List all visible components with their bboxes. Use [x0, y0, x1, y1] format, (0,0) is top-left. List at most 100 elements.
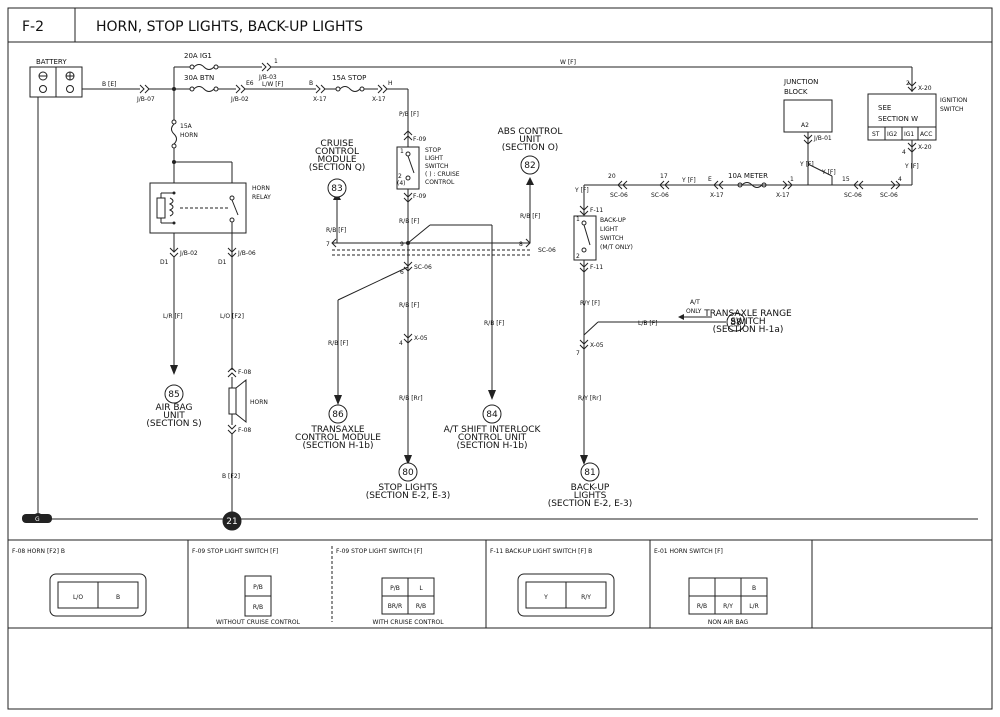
svg-text:SEE: SEE — [878, 104, 891, 112]
ref-caption: (SECTION S) — [146, 419, 201, 429]
svg-text:J/B-07: J/B-07 — [136, 96, 155, 103]
svg-text:8: 8 — [519, 241, 523, 248]
pin-label: B — [116, 594, 120, 601]
wire-l-w-f: L/W [F] — [262, 81, 283, 88]
fuse-20a-label: 20A IG1 — [184, 52, 212, 60]
svg-text:E6: E6 — [246, 80, 254, 87]
svg-text:SWITCH: SWITCH — [600, 235, 624, 242]
svg-text:9: 9 — [400, 241, 404, 248]
svg-text:R/B [F]: R/B [F] — [399, 302, 419, 309]
ref-number: 21 — [226, 517, 237, 527]
svg-text:R/B [F]: R/B [F] — [399, 218, 419, 225]
ref-21: 21 — [222, 511, 242, 531]
ref-number: 85 — [168, 390, 179, 400]
ref-caption: TRANSAXLE — [310, 425, 364, 435]
connector-note: WITH CRUISE CONTROL — [372, 619, 444, 626]
svg-text:1: 1 — [400, 148, 404, 155]
svg-text:H: H — [388, 80, 393, 87]
svg-text:15A: 15A — [180, 123, 193, 130]
pin-label: B — [752, 585, 756, 592]
svg-text:J/B-06: J/B-06 — [237, 250, 256, 257]
svg-text:X-17: X-17 — [776, 192, 790, 199]
svg-text:R/B [F]: R/B [F] — [484, 320, 504, 327]
svg-text:R/Y [Rr]: R/Y [Rr] — [578, 395, 601, 402]
ref-caption: (SECTION O) — [502, 143, 559, 153]
connector-title: E-01 HORN SWITCH [F] — [654, 548, 723, 555]
fuse-30a-label: 30A BTN — [184, 74, 214, 82]
svg-text:F-09: F-09 — [413, 193, 426, 200]
ref-number: 84 — [486, 410, 498, 420]
ref-caption: CONTROL UNIT — [458, 433, 527, 443]
ref-caption: CRUISE — [320, 139, 353, 149]
ref-caption: LIGHTS — [574, 491, 607, 501]
svg-text:SWITCH: SWITCH — [940, 106, 964, 113]
ref-caption: UNIT — [163, 411, 185, 421]
ref-caption: AIR BAG — [155, 403, 192, 413]
connector-note: NON AIR BAG — [708, 619, 749, 626]
horn-label: HORN — [250, 399, 268, 406]
svg-text:J/B-02: J/B-02 — [230, 96, 249, 103]
svg-text:SC-06: SC-06 — [538, 247, 556, 254]
pin-label: R/B — [253, 604, 263, 611]
svg-text:B [F2]: B [F2] — [222, 473, 240, 480]
ref-caption: MODULE — [317, 155, 356, 165]
ref-caption: (SECTION Q) — [309, 163, 366, 173]
pin-label: L — [419, 585, 423, 592]
battery-label: BATTERY — [36, 58, 67, 66]
ref-caption: (SECTION H-1a) — [713, 325, 784, 335]
svg-text:20: 20 — [608, 173, 616, 180]
connector-view-2: F-09 STOP LIGHT SWITCH [F]P/BR/BWITHOUT … — [192, 548, 301, 626]
ref-caption: ABS CONTROL — [498, 127, 563, 137]
svg-text:Y [F]: Y [F] — [681, 177, 696, 184]
ground-icon: G — [22, 513, 52, 523]
ref-number: 82 — [524, 161, 535, 171]
svg-text:IG1: IG1 — [904, 131, 914, 138]
svg-text:SC-06: SC-06 — [414, 264, 432, 271]
svg-text:L/O [F2]: L/O [F2] — [220, 313, 244, 320]
svg-text:LIGHT: LIGHT — [425, 155, 443, 162]
svg-text:SECTION W: SECTION W — [878, 115, 918, 123]
pin-label: Y — [543, 594, 548, 601]
svg-text:E: E — [708, 176, 712, 183]
ref-caption: (SECTION H-1b) — [303, 441, 374, 451]
svg-text:2: 2 — [398, 173, 402, 180]
svg-text:15: 15 — [842, 176, 850, 183]
pin-label: BR/R — [388, 603, 402, 610]
connector-title: F-08 HORN [F2] B — [12, 548, 65, 555]
svg-text:Y [F]: Y [F] — [821, 169, 836, 176]
svg-text:Y [F]: Y [F] — [799, 161, 814, 168]
svg-text:F-09: F-09 — [413, 136, 426, 143]
svg-text:SC-06: SC-06 — [880, 192, 898, 199]
svg-text:J/B-01: J/B-01 — [813, 135, 832, 142]
svg-text:SC-06: SC-06 — [651, 192, 669, 199]
svg-text:J/B-03: J/B-03 — [258, 74, 277, 81]
pin-label: P/B — [390, 585, 400, 592]
svg-text:X-17: X-17 — [313, 96, 327, 103]
svg-text:L/R [F]: L/R [F] — [163, 313, 183, 320]
svg-text:X-05: X-05 — [590, 342, 604, 349]
svg-text:4: 4 — [399, 340, 403, 347]
svg-text:J/B-02: J/B-02 — [179, 250, 198, 257]
fuse-15a-stop-label: 15A STOP — [332, 74, 366, 82]
svg-text:1: 1 — [274, 58, 278, 65]
svg-text:10A METER: 10A METER — [728, 172, 768, 180]
ref-caption: (SECTION E-2, E-3) — [366, 491, 451, 501]
svg-text:X-20: X-20 — [918, 85, 932, 92]
ref-caption: CONTROL MODULE — [295, 433, 381, 443]
svg-text:SC-06: SC-06 — [844, 192, 862, 199]
ref-number: 88 — [730, 318, 742, 328]
ref-number: 83 — [331, 184, 342, 194]
svg-text:( ) : CRUISE: ( ) : CRUISE — [425, 171, 460, 178]
ref-caption: (SECTION E-2, E-3) — [548, 499, 633, 509]
wire-p-b-f: P/B [F] — [399, 111, 419, 118]
pin-label: R/B — [416, 603, 426, 610]
